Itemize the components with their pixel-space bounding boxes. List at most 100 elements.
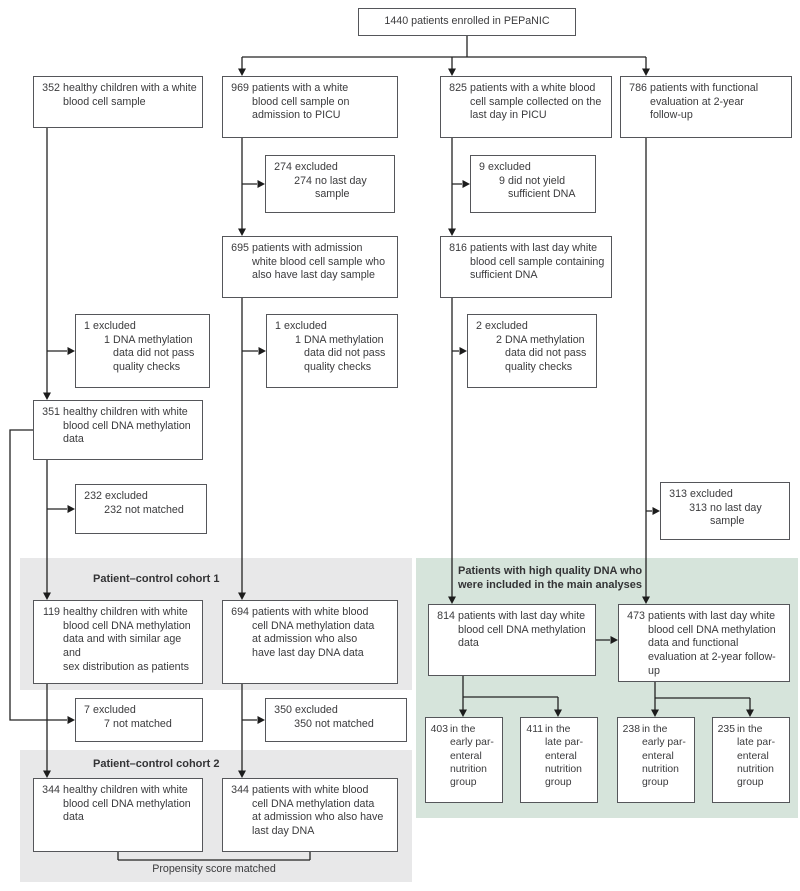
- box-excluded-232-label: excluded: [105, 490, 148, 502]
- box-cohort2-patients-344-number: 344: [231, 784, 249, 796]
- box-admission-969-number: 969: [231, 82, 249, 94]
- box-excluded-2-number: 2: [476, 320, 482, 332]
- box-late-pn-235-number: 235: [717, 724, 735, 735]
- box-cohort1-patients-694-text: patients with white blood cell DNA methy…: [252, 606, 375, 660]
- box-late-pn-411-text: in the late par- enteral nutrition group: [545, 724, 584, 789]
- box-sufficient-dna-816-text: patients with last day white blood cell …: [470, 242, 605, 282]
- box-excluded-1-admission-reason: DNA methylation data did not pass qualit…: [304, 333, 386, 374]
- box-excluded-313-reason: no last day sample: [710, 501, 762, 528]
- box-excluded-1-healthy-reason: DNA methylation data did not pass qualit…: [113, 333, 195, 374]
- cohort2-label: Patient–control cohort 2: [93, 758, 220, 770]
- box-excluded-313-reason-number: 313: [689, 501, 707, 514]
- box-cohort1-healthy-119-number: 119: [42, 606, 60, 618]
- box-cohort2-healthy-344-number: 344: [42, 784, 60, 796]
- box-healthy-methylation-351-number: 351: [42, 406, 60, 418]
- box-excluded-1-admission-number: 1: [275, 320, 281, 332]
- box-enrolled-1440: 1440 patients enrolled in PEPaNIC: [358, 8, 576, 36]
- box-healthy-352-number: 352: [42, 82, 60, 94]
- box-excluded-9-reason: did not yield sufficient DNA: [508, 174, 576, 201]
- box-followup-786-text: patients with functional evaluation at 2…: [650, 82, 759, 122]
- box-early-pn-238-number: 238: [622, 724, 640, 735]
- box-lastday-825-number: 825: [449, 82, 467, 94]
- box-excluded-274-reason-number: 274: [294, 174, 312, 187]
- box-excluded-313-number: 313: [669, 488, 687, 500]
- box-early-pn-238-text: in the early par- enteral nutrition grou…: [642, 724, 686, 789]
- box-cohort2-patients-344-text: patients with white blood cell DNA methy…: [252, 784, 384, 838]
- box-early-pn-403-text: in the early par- enteral nutrition grou…: [450, 724, 494, 789]
- box-cohort1-patients-694-number: 694: [231, 606, 249, 618]
- box-excluded-232-number: 232: [84, 490, 102, 502]
- box-excluded-9-reason-number: 9: [499, 174, 505, 187]
- box-excluded-313-label: excluded: [690, 488, 733, 500]
- box-lastday-methylation-814-text: patients with last day white blood cell …: [458, 610, 586, 650]
- box-admission-lastday-695-number: 695: [231, 242, 249, 254]
- box-late-pn-411-number: 411: [526, 724, 543, 735]
- box-excluded-1-healthy-number: 1: [84, 320, 90, 332]
- box-excluded-350-reason: not matched: [315, 717, 374, 730]
- box-excluded-2-reason-number: 2: [496, 333, 502, 346]
- box-excluded-274-number: 274: [274, 161, 292, 173]
- box-early-pn-403-number: 403: [430, 724, 448, 735]
- box-admission-969-text: patients with a white blood cell sample …: [252, 82, 350, 122]
- propensity-matched-label: Propensity score matched: [152, 863, 276, 875]
- box-healthy-methylation-351-text: healthy children with white blood cell D…: [63, 406, 191, 446]
- box-cohort2-healthy-344-text: healthy children with white blood cell D…: [63, 784, 191, 824]
- box-excluded-232-reason: not matched: [125, 503, 184, 516]
- box-excluded-9-number: 9: [479, 161, 485, 173]
- box-late-pn-235-text: in the late par- enteral nutrition group: [737, 724, 776, 789]
- box-excluded-350-reason-number: 350: [294, 717, 312, 730]
- box-lastday-functional-473-number: 473: [627, 610, 645, 622]
- box-excluded-1-healthy-label: excluded: [93, 320, 136, 332]
- box-sufficient-dna-816-number: 816: [449, 242, 467, 254]
- box-excluded-350-label: excluded: [295, 704, 338, 716]
- box-excluded-1-healthy-reason-number: 1: [104, 333, 110, 346]
- box-excluded-274-reason: no last day sample: [315, 174, 367, 201]
- box-lastday-methylation-814-number: 814: [437, 610, 455, 622]
- box-excluded-1-admission-reason-number: 1: [295, 333, 301, 346]
- box-enrolled-1440-text: 1440 patients enrolled in PEPaNIC: [384, 15, 550, 28]
- box-excluded-2-reason: DNA methylation data did not pass qualit…: [505, 333, 587, 374]
- box-excluded-9-label: excluded: [488, 161, 531, 173]
- box-excluded-7-reason: not matched: [113, 717, 172, 730]
- box-excluded-350-number: 350: [274, 704, 292, 716]
- box-excluded-232-reason-number: 232: [104, 503, 122, 516]
- box-lastday-825-text: patients with a white blood cell sample …: [470, 82, 602, 122]
- box-excluded-2-label: excluded: [485, 320, 528, 332]
- box-excluded-7-number: 7: [84, 704, 90, 716]
- main-analyses-label: Patients with high quality DNA who were …: [458, 565, 643, 592]
- box-excluded-7-label: excluded: [93, 704, 136, 716]
- box-excluded-1-admission-label: excluded: [284, 320, 327, 332]
- box-healthy-352-text: healthy children with a white blood cell…: [63, 82, 197, 108]
- box-excluded-7-reason-number: 7: [104, 717, 110, 730]
- box-followup-786-number: 786: [629, 82, 647, 94]
- box-excluded-274-label: excluded: [295, 161, 338, 173]
- cohort1-label: Patient–control cohort 1: [93, 573, 220, 585]
